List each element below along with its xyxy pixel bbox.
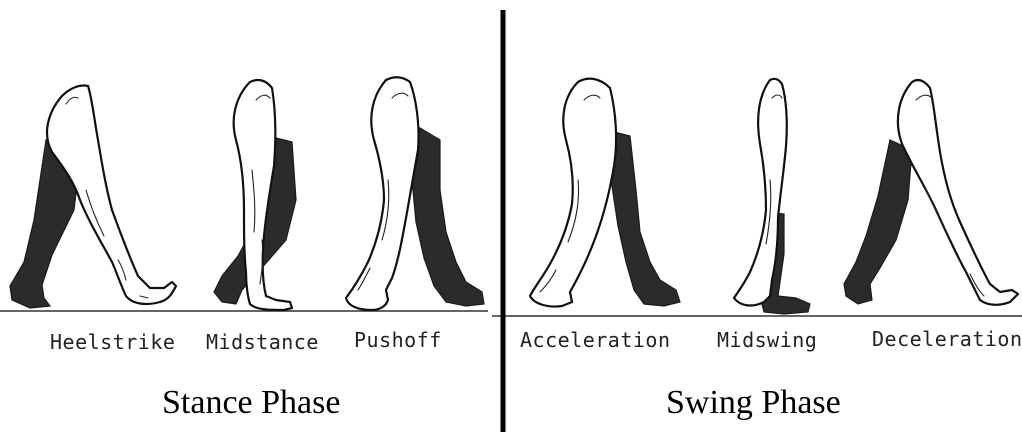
label-acceleration: Acceleration bbox=[520, 328, 671, 352]
swing-phase-title: Swing Phase bbox=[666, 384, 841, 422]
leg-figure-midstance bbox=[214, 80, 296, 310]
label-pushoff: Pushoff bbox=[354, 328, 442, 352]
leg-figure-deceleration bbox=[844, 80, 1018, 305]
leg-figure-acceleration bbox=[530, 79, 680, 307]
stance-phase-title: Stance Phase bbox=[162, 384, 340, 422]
label-deceleration: Deceleration bbox=[872, 327, 1022, 351]
label-midswing: Midswing bbox=[717, 328, 817, 352]
label-midstance: Midstance bbox=[206, 330, 319, 354]
leg-figure-pushoff bbox=[346, 77, 484, 310]
label-heelstrike: Heelstrike bbox=[50, 330, 175, 354]
leg-figure-heelstrike bbox=[10, 85, 176, 308]
leg-figure-midswing bbox=[734, 79, 810, 314]
